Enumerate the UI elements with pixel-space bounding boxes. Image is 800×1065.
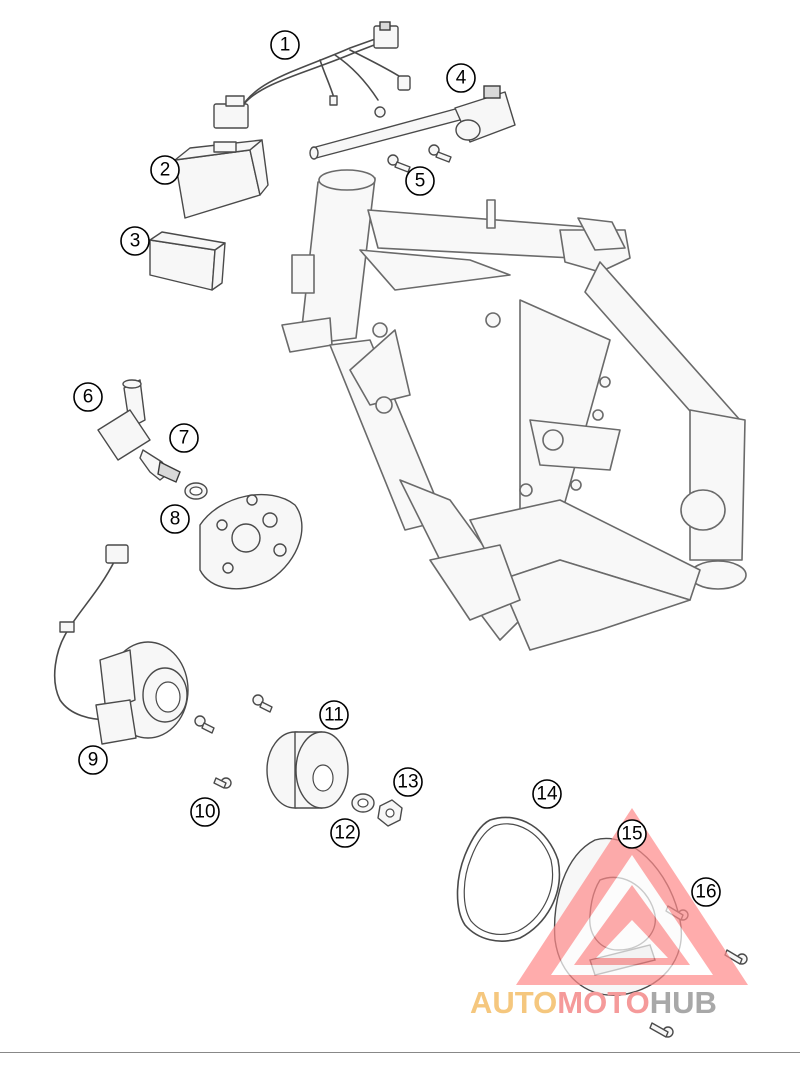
bottom-border-line	[0, 1052, 800, 1053]
callout-11: 11	[319, 700, 349, 730]
callout-4: 4	[446, 63, 476, 93]
callout-15: 15	[617, 819, 647, 849]
callout-label: 1	[280, 35, 291, 56]
callout-5: 5	[405, 166, 435, 196]
callout-label: 3	[130, 231, 141, 252]
callout-label: 7	[179, 428, 190, 449]
ignition-coil	[309, 85, 516, 160]
callout-label: 10	[194, 802, 215, 823]
cdi-unit	[174, 139, 269, 219]
watermark-logo-text: AUTOMOTOHUB	[470, 985, 717, 1020]
callout-label: 4	[456, 68, 467, 89]
callout-label: 14	[536, 784, 558, 805]
watermark-part2: MOTO	[557, 985, 649, 1020]
watermark-part1: AUTO	[470, 985, 557, 1020]
seal-ring	[184, 482, 208, 500]
callout-label: 9	[88, 750, 99, 771]
callout-label: 15	[621, 824, 642, 845]
stator-screws	[194, 694, 273, 789]
callout-label: 5	[415, 171, 426, 192]
callout-2: 2	[150, 155, 180, 185]
rubber-sleeve	[149, 231, 226, 291]
watermark-part3: HUB	[650, 985, 717, 1020]
washer	[351, 793, 375, 813]
callout-label: 16	[695, 882, 716, 903]
motorcycle-frame	[281, 169, 747, 651]
callout-label: 13	[397, 772, 418, 793]
callout-3: 3	[120, 226, 150, 256]
stator	[53, 544, 189, 745]
coil-screws	[387, 144, 452, 173]
callout-label: 2	[160, 160, 171, 181]
callout-7: 7	[169, 423, 199, 453]
cylinder-head	[199, 493, 303, 590]
callout-6: 6	[73, 382, 103, 412]
callout-14: 14	[532, 779, 562, 809]
automotohub-watermark	[516, 808, 748, 985]
callout-8: 8	[160, 504, 190, 534]
callout-16: 16	[691, 877, 721, 907]
spark-plug	[139, 449, 181, 483]
callout-10: 10	[190, 797, 220, 827]
wiring-harness	[213, 21, 411, 129]
spark-plug-cap	[97, 379, 151, 461]
callout-13: 13	[393, 767, 423, 797]
nut	[377, 799, 403, 827]
callout-9: 9	[78, 745, 108, 775]
flywheel-rotor	[266, 731, 349, 809]
callout-label: 11	[324, 705, 344, 726]
callout-1: 1	[270, 30, 300, 60]
callout-label: 12	[334, 823, 355, 844]
cover-gasket	[456, 816, 561, 942]
callout-label: 8	[170, 509, 181, 530]
callout-12: 12	[330, 818, 360, 848]
callout-label: 6	[83, 387, 94, 408]
